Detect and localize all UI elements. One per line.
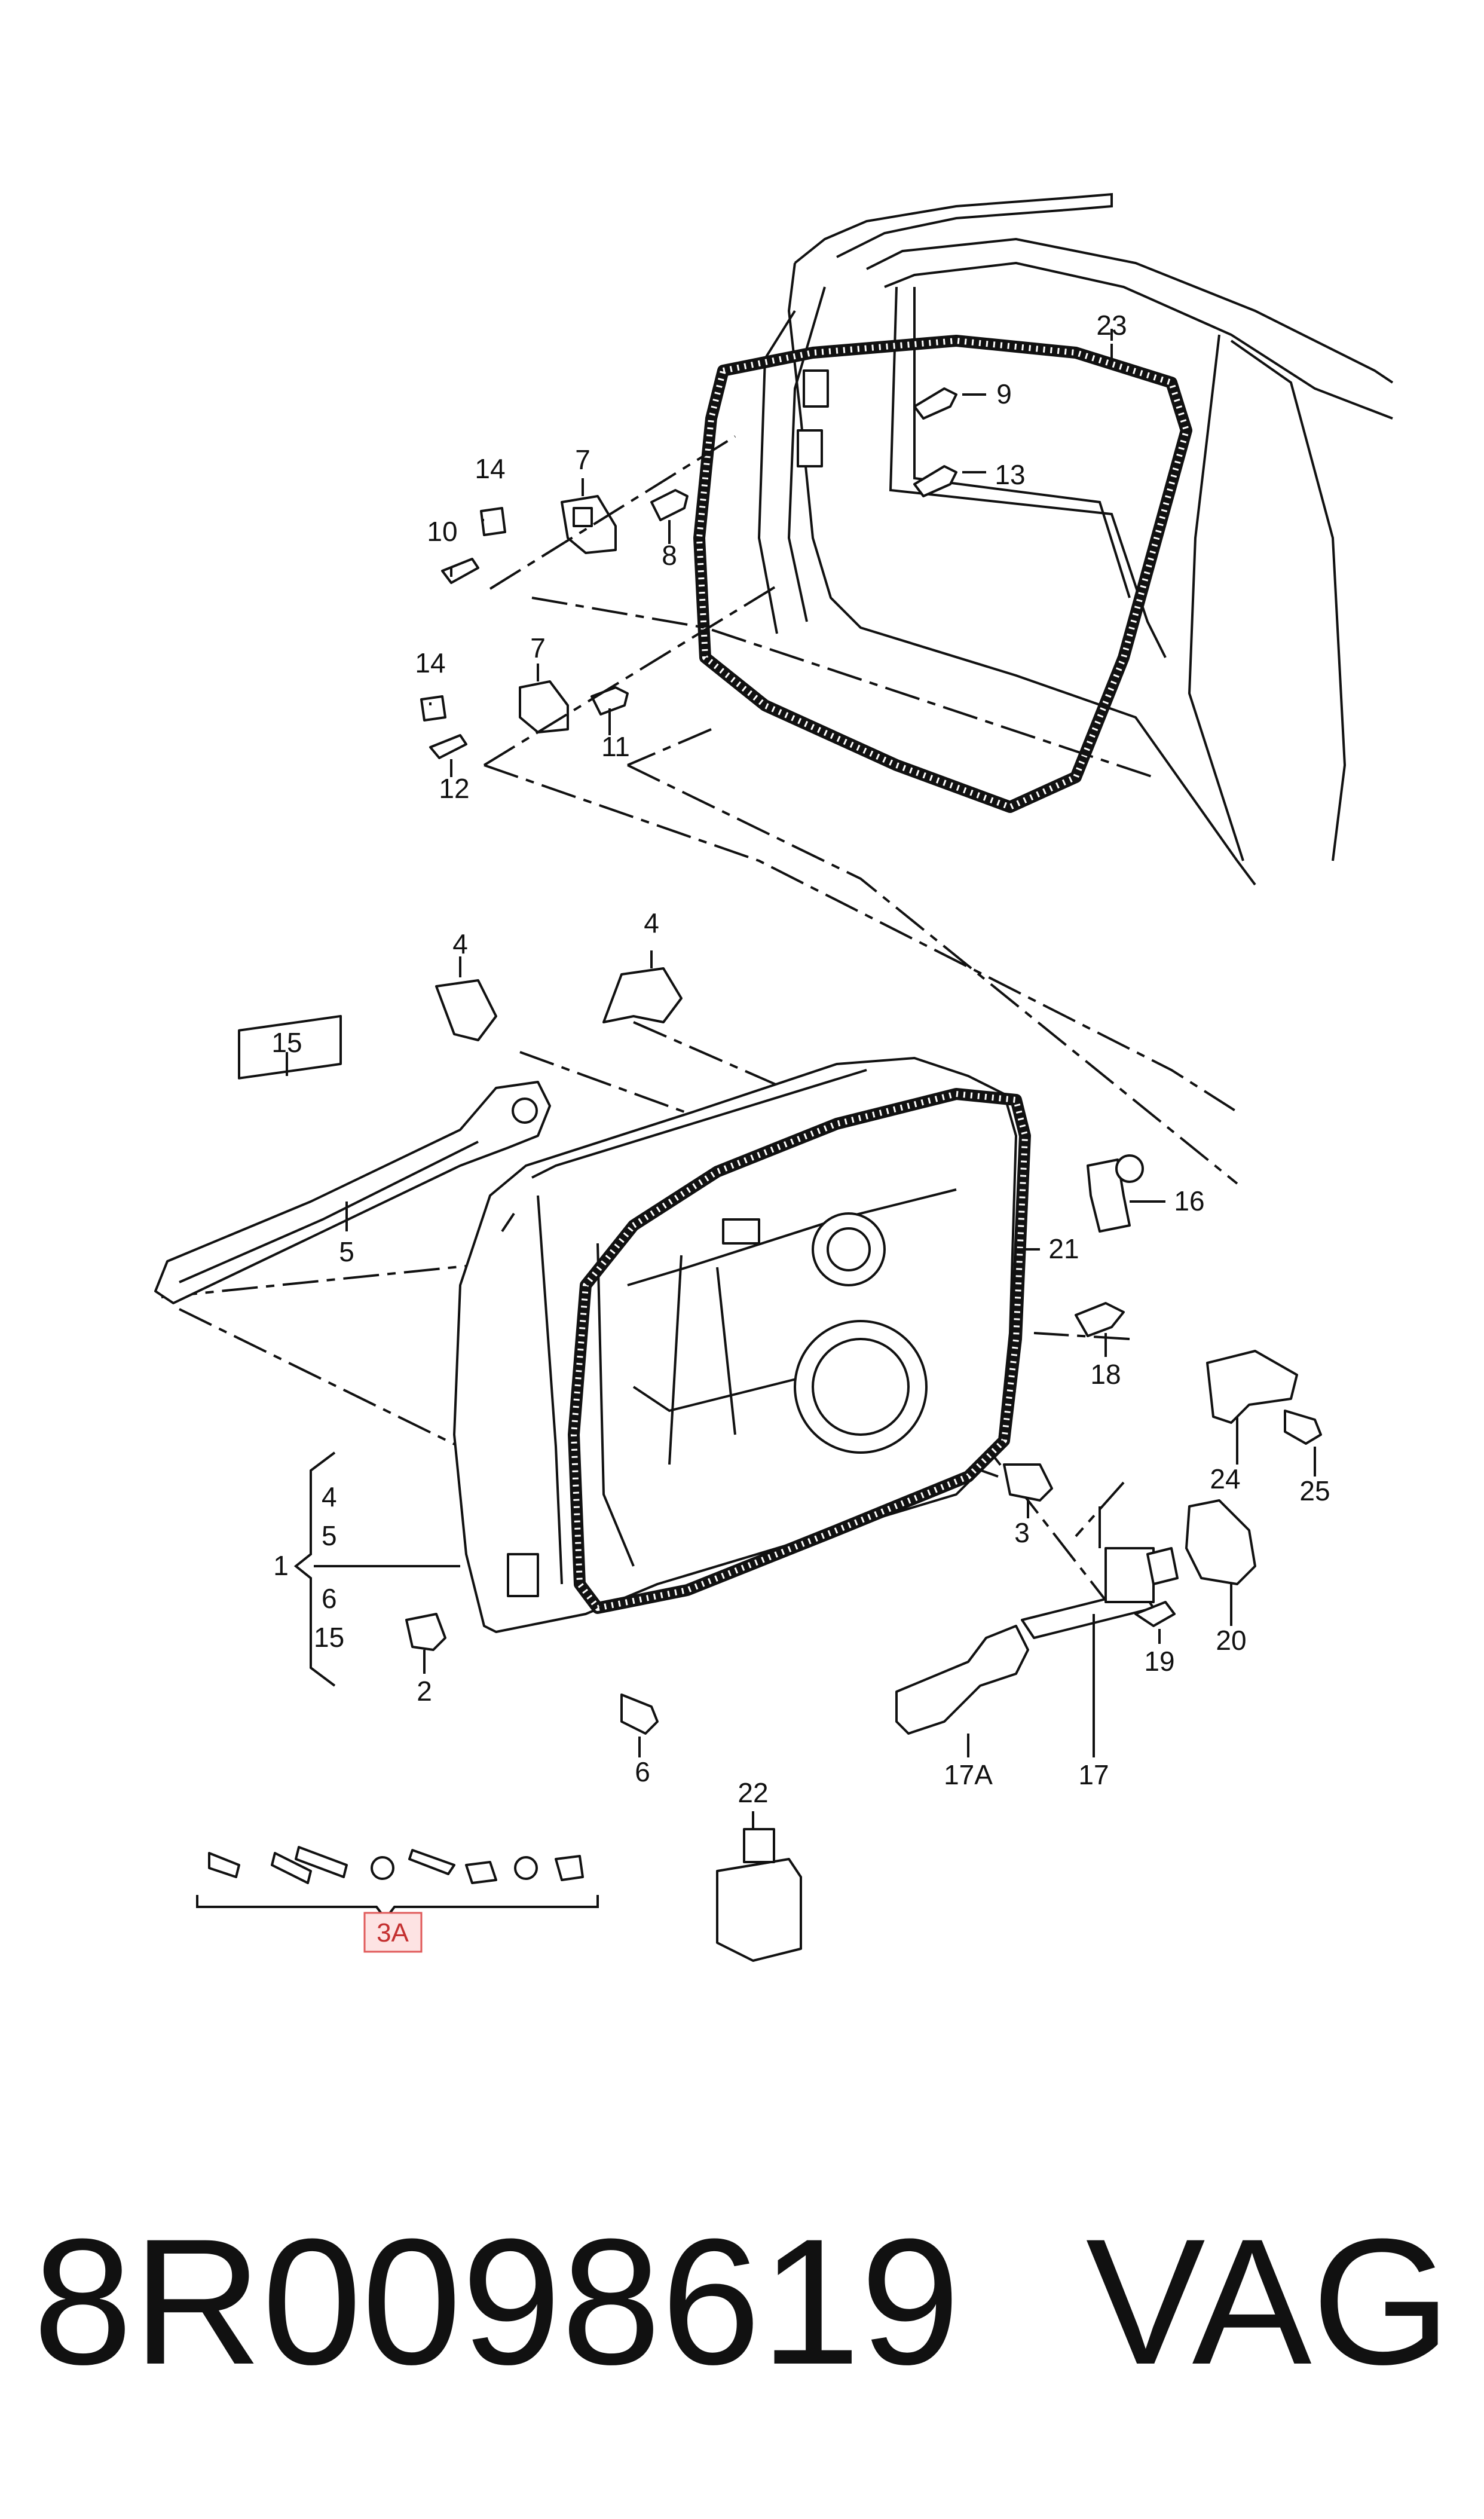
callout-23: 23 xyxy=(1096,310,1127,341)
callout-2: 2 xyxy=(417,1676,432,1707)
callout-14a: 14 xyxy=(475,453,505,484)
bolt-25-icon xyxy=(1284,1410,1322,1445)
bolt-10-icon xyxy=(441,558,479,584)
door-check-cover-17a xyxy=(895,1625,1029,1735)
callout-3: 3 xyxy=(1014,1517,1030,1548)
callout-6b: 6 xyxy=(322,1583,337,1614)
bolt-13-icon xyxy=(913,465,957,497)
lower-hinge-assembly xyxy=(420,680,629,759)
hinge-bolt-8-icon xyxy=(650,489,689,521)
callout-14b: 14 xyxy=(415,647,445,678)
highlight-3a xyxy=(363,1912,423,1953)
body-bolts xyxy=(913,387,957,497)
callout-20: 20 xyxy=(1216,1625,1246,1656)
callout-8: 8 xyxy=(662,540,677,571)
body-side-panel xyxy=(757,192,1394,886)
leader-lines xyxy=(286,329,1316,1829)
callout-15a: 15 xyxy=(271,1027,302,1058)
callout-17: 17 xyxy=(1078,1759,1109,1790)
callout-4b: 4 xyxy=(644,907,659,938)
brand-label: VAG xyxy=(1085,2201,1451,2402)
callout-9: 9 xyxy=(996,378,1012,409)
callout-17a: 17A xyxy=(944,1759,993,1790)
callout-10: 10 xyxy=(427,516,457,547)
callout-7a: 7 xyxy=(575,444,590,475)
bottle-22-icon xyxy=(716,1828,802,1962)
callout-4a: 4 xyxy=(452,928,468,959)
buffer-2-icon xyxy=(405,1613,446,1651)
callout-15b: 15 xyxy=(314,1622,344,1653)
small-parts-3a xyxy=(208,1846,584,1884)
label-15 xyxy=(238,1014,342,1080)
bolt-19-icon xyxy=(1134,1601,1176,1627)
cover-20-icon xyxy=(1185,1499,1256,1585)
callout-5b: 5 xyxy=(322,1520,337,1551)
door-shell-1 xyxy=(453,1057,1017,1633)
bushing-14b-icon xyxy=(420,695,446,722)
callout-5a: 5 xyxy=(339,1236,354,1267)
bracket-24-icon xyxy=(1206,1350,1298,1424)
bushing-14-icon xyxy=(480,507,506,536)
callout-6a: 6 xyxy=(635,1756,650,1787)
bolt-6-icon xyxy=(620,1693,659,1735)
callout-1: 1 xyxy=(273,1550,289,1581)
callout-13: 13 xyxy=(995,459,1025,490)
callout-18: 18 xyxy=(1090,1359,1121,1390)
exploded-door-diagram: 23 9 13 14 7 10 8 14 7 11 12 4 4 15 5 16… xyxy=(154,192,1394,1962)
callout-19: 19 xyxy=(1144,1646,1174,1677)
clip-4a-icon xyxy=(435,979,497,1041)
callout-12: 12 xyxy=(439,773,469,804)
callout-22: 22 xyxy=(738,1777,768,1808)
callout-3a: 3A xyxy=(377,1918,409,1948)
callout-4c: 4 xyxy=(322,1481,337,1512)
callout-24: 24 xyxy=(1210,1463,1240,1494)
door-gasket-5 xyxy=(154,1081,551,1304)
door-seal-21 xyxy=(568,1088,1031,1614)
brace-1 xyxy=(293,1451,336,1687)
callout-25: 25 xyxy=(1299,1475,1330,1506)
callout-21: 21 xyxy=(1048,1233,1079,1264)
door-seal-23 xyxy=(693,335,1192,813)
bolt-18-icon xyxy=(1075,1302,1125,1337)
upper-hinge-assembly xyxy=(441,489,689,584)
clip-4b-icon xyxy=(602,967,683,1023)
bolt-12-icon xyxy=(429,734,467,759)
part-number: 8R0098619 xyxy=(33,2201,960,2402)
callout-11: 11 xyxy=(601,731,630,762)
callout-16: 16 xyxy=(1174,1185,1204,1216)
bolt-9-icon xyxy=(913,387,957,420)
callout-7b: 7 xyxy=(530,632,546,664)
buffer-3-icon xyxy=(1003,1463,1053,1502)
